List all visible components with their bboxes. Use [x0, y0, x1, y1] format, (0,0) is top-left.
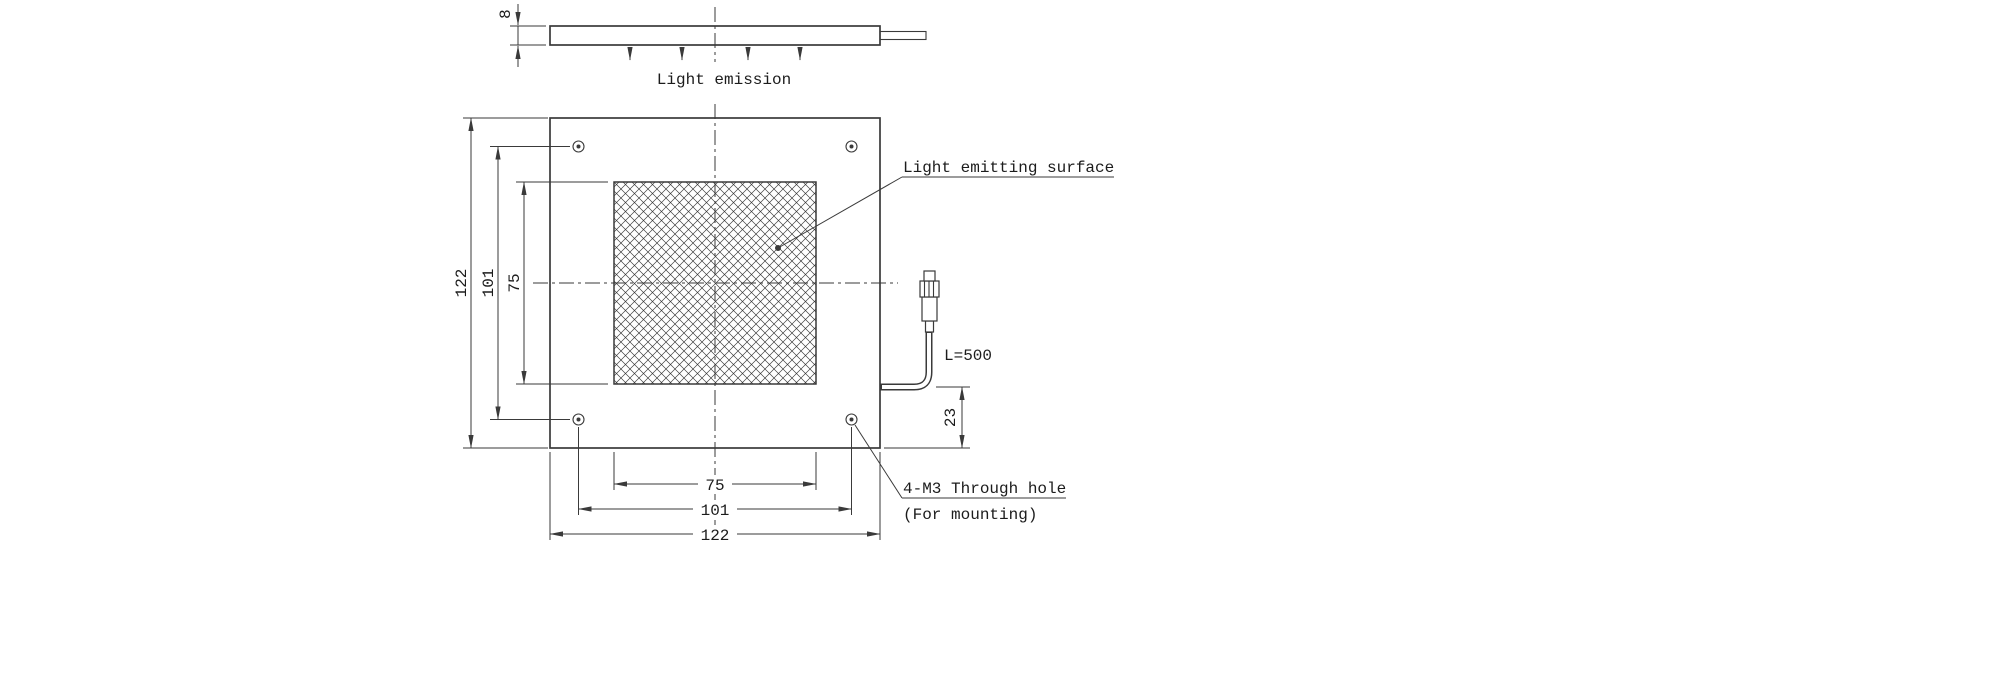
connector-shank: [924, 320, 935, 333]
cable-length-label: L=500: [944, 347, 992, 365]
plate-outline: [549, 117, 881, 449]
hole-center-dot: [576, 417, 581, 422]
mounting-hole-bottom-right: [845, 413, 858, 426]
dim-text-101: 101: [480, 269, 498, 298]
cable-fill: [882, 333, 931, 389]
through-hole-label: 4-M3 Through hole: [903, 480, 1066, 498]
mounting-hole-bottom-left: [572, 413, 585, 426]
dim-text-75: 75: [506, 273, 524, 292]
dim-text-122: 122: [701, 527, 730, 545]
mounting-hole-top-left: [572, 140, 585, 153]
profile-cable-stub: [879, 30, 927, 41]
bottom-dim-122: 122: [549, 452, 881, 545]
dim-text-mask: [693, 500, 737, 518]
left-dim-122: 122: [453, 117, 548, 449]
through-hole-note: (For mounting): [903, 506, 1037, 524]
light-emission-arrows: [627, 47, 803, 61]
dim-text-23: 23: [942, 408, 960, 427]
emitting-surface-label: Light emitting surface: [903, 159, 1114, 177]
dim-text-mask: [693, 525, 737, 543]
left-dim-75: 75: [506, 181, 608, 385]
side-profile-view: 8 Light emission: [497, 4, 927, 89]
hole-center-dot: [576, 144, 581, 149]
dim-text-75: 75: [705, 477, 724, 495]
leader-line: [777, 176, 903, 249]
connector: [919, 270, 940, 333]
emitting-surface-callout: Light emitting surface: [775, 159, 1114, 251]
thickness-dimension: 8: [497, 4, 546, 67]
through-hole-callout: 4-M3 Through hole (For mounting): [854, 424, 1066, 524]
bottom-dim-101: 101: [577, 427, 853, 520]
connector-body: [921, 296, 938, 322]
cable-outline: [880, 331, 933, 391]
hole-circle: [845, 413, 858, 426]
hole-circle: [572, 413, 585, 426]
left-dim-101: 101: [480, 145, 570, 421]
dim-text-mask: [698, 475, 732, 493]
dim-text-101: 101: [701, 502, 730, 520]
light-emission-label: Light emission: [657, 71, 791, 89]
hole-circle: [572, 140, 585, 153]
hole-center-dot: [849, 144, 854, 149]
hole-circle: [845, 140, 858, 153]
leader-line: [854, 424, 903, 499]
light-emitting-surface: [613, 181, 817, 385]
thickness-dim-text: 8: [497, 9, 515, 19]
cable-assembly: L=500: [880, 270, 992, 391]
bottom-dim-75: 75: [613, 452, 817, 495]
mounting-hole-top-right: [845, 140, 858, 153]
dim-text-122: 122: [453, 269, 471, 298]
cable-offset-dim-23: 23: [884, 386, 970, 449]
connector-tip: [923, 270, 936, 282]
front-view: 122 101 75 75 101: [453, 104, 1114, 545]
hole-center-dot: [849, 417, 854, 422]
